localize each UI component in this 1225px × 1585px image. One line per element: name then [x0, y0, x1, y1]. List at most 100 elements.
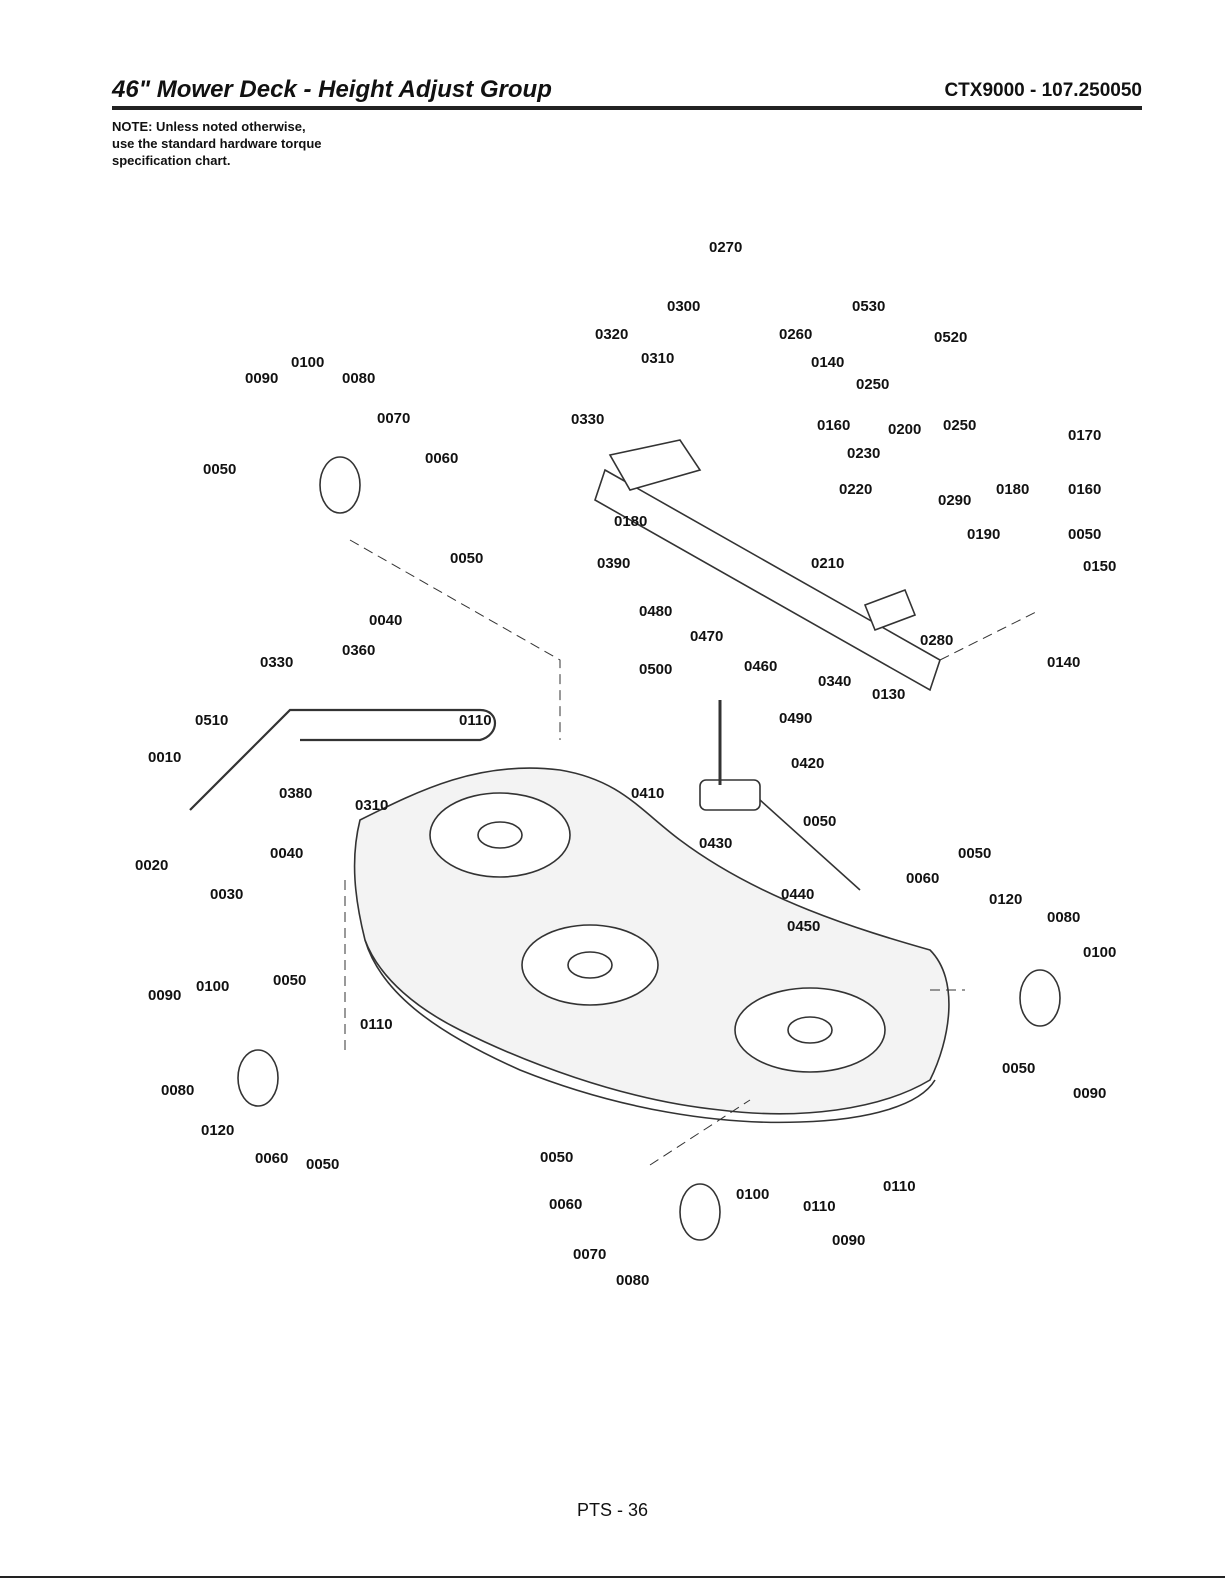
callout-label: 0200	[888, 421, 921, 438]
callout-label: 0330	[571, 411, 604, 428]
callout-label: 0120	[989, 891, 1022, 908]
lift-shaft	[594, 468, 941, 692]
left-spindle-housing	[429, 792, 571, 878]
callout-labels: 0270 0530 0300 0320 0260 0520 0310 0140 …	[135, 239, 1116, 1289]
callout-label: 0060	[906, 870, 939, 887]
callout-label: 0100	[736, 1186, 769, 1203]
callout-label: 0490	[779, 710, 812, 727]
lift-arm-left	[608, 439, 702, 491]
actuator-motor	[699, 779, 761, 811]
assembly-line-bottom	[649, 1099, 751, 1166]
callout-label: 0480	[639, 603, 672, 620]
callout-label: 0440	[781, 886, 814, 903]
callout-label: 0300	[667, 298, 700, 315]
lift-rod	[189, 708, 496, 811]
gauge-wheel-upper-left	[319, 456, 361, 514]
callout-label: 0460	[744, 658, 777, 675]
callout-label: 0050	[306, 1156, 339, 1173]
lift-arm-right	[863, 588, 917, 632]
callout-label: 0190	[967, 526, 1000, 543]
callout-label: 0430	[699, 835, 732, 852]
torque-note: NOTE: Unless noted otherwise, use the st…	[112, 118, 442, 169]
callout-label: 0070	[573, 1246, 606, 1263]
callout-label: 0080	[616, 1272, 649, 1289]
callout-label: 0150	[1083, 558, 1116, 575]
callout-label: 0060	[425, 450, 458, 467]
callout-label: 0110	[360, 1016, 393, 1033]
gauge-wheel-bottom	[679, 1183, 721, 1241]
callout-label: 0380	[279, 785, 312, 802]
callout-label: 0080	[1047, 909, 1080, 926]
callout-label: 0360	[342, 642, 375, 659]
callout-label: 0270	[709, 239, 742, 256]
callout-label: 0050	[1068, 526, 1101, 543]
callout-label: 0230	[847, 445, 880, 462]
callout-label: 0050	[450, 550, 483, 567]
callout-label: 0100	[1083, 944, 1116, 961]
callout-label: 0180	[614, 513, 647, 530]
callout-label: 0170	[1068, 427, 1101, 444]
note-line-2: use the standard hardware torque	[112, 136, 322, 151]
callout-label: 0120	[201, 1122, 234, 1139]
callout-label: 0090	[245, 370, 278, 387]
callout-label: 0310	[641, 350, 674, 367]
callout-label: 0080	[342, 370, 375, 387]
callout-label: 0290	[938, 492, 971, 509]
gauge-wheel-lower-left	[237, 1049, 279, 1107]
center-spindle-housing	[521, 924, 659, 1006]
callout-label: 0110	[459, 712, 492, 729]
callout-label: 0100	[196, 978, 229, 995]
assembly-line-upper-left	[349, 539, 561, 740]
footer-rule	[0, 1576, 1225, 1578]
callout-label: 0510	[195, 712, 228, 729]
model-number: CTX9000 - 107.250050	[944, 80, 1142, 101]
callout-label: 0210	[811, 555, 844, 572]
callout-label: 0050	[958, 845, 991, 862]
callout-label: 0080	[161, 1082, 194, 1099]
callout-label: 0050	[273, 972, 306, 989]
callout-label: 0110	[803, 1198, 836, 1215]
center-spindle-hub	[567, 951, 613, 979]
callout-label: 0090	[1073, 1085, 1106, 1102]
callout-label: 0310	[355, 797, 388, 814]
page-header: 46" Mower Deck - Height Adjust Group CTX…	[112, 74, 1142, 108]
note-line-3: specification chart.	[112, 153, 231, 168]
deck-drawing	[189, 439, 1061, 1241]
callout-label: 0410	[631, 785, 664, 802]
actuator-harness	[759, 799, 861, 891]
page-title: 46" Mower Deck - Height Adjust Group	[112, 76, 552, 103]
callout-label: 0320	[595, 326, 628, 343]
callout-label: 0260	[779, 326, 812, 343]
page-number: PTS - 36	[576, 1500, 649, 1520]
assembly-line-shaft	[939, 609, 1041, 661]
callout-label: 0100	[291, 354, 324, 371]
gauge-wheel-right	[1019, 969, 1061, 1027]
callout-label: 0050	[203, 461, 236, 478]
header-rule	[112, 106, 1142, 110]
callout-label: 0060	[255, 1150, 288, 1167]
callout-label: 0500	[639, 661, 672, 678]
callout-label: 0470	[690, 628, 723, 645]
callout-label: 0050	[540, 1149, 573, 1166]
callout-label: 0330	[260, 654, 293, 671]
callout-label: 0280	[920, 632, 953, 649]
callout-label: 0140	[811, 354, 844, 371]
callout-label: 0160	[1068, 481, 1101, 498]
callout-label: 0070	[377, 410, 410, 427]
callout-label: 0030	[210, 886, 243, 903]
callout-label: 0160	[817, 417, 850, 434]
callout-label: 0010	[148, 749, 181, 766]
callout-label: 0450	[787, 918, 820, 935]
callout-label: 0420	[791, 755, 824, 772]
callout-label: 0390	[597, 555, 630, 572]
deck-skirt	[364, 939, 936, 1124]
callout-label: 0130	[872, 686, 905, 703]
callout-label: 0340	[818, 673, 851, 690]
callout-label: 0520	[934, 329, 967, 346]
callout-label: 0060	[549, 1196, 582, 1213]
callout-label: 0050	[1002, 1060, 1035, 1077]
callout-label: 0090	[148, 987, 181, 1004]
callout-label: 0020	[135, 857, 168, 874]
note-line-1: NOTE: Unless noted otherwise,	[112, 119, 306, 134]
